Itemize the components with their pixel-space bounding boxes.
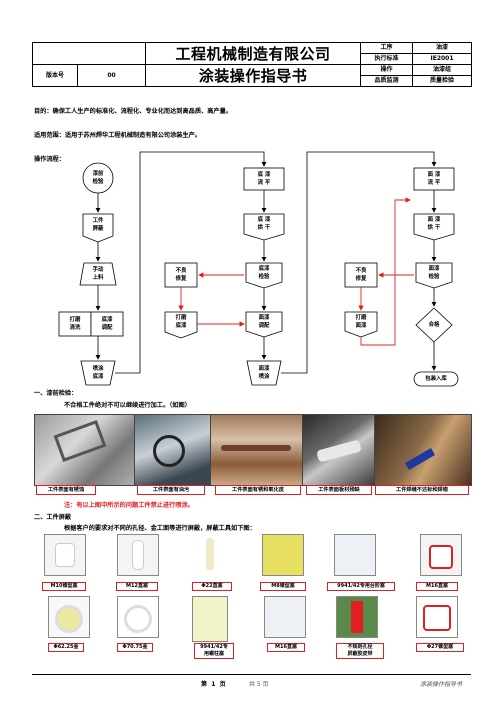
caption-oil: 工件表面有油污 bbox=[137, 485, 205, 495]
node-repair-2: 不良 修复 bbox=[355, 268, 367, 282]
node-pass: 合格 bbox=[428, 322, 440, 328]
tool-photo-phi27 bbox=[416, 596, 458, 638]
tool-caption-phi62: Φ62.25金 bbox=[48, 643, 84, 652]
tool-photo-phi70 bbox=[117, 596, 159, 638]
tool-photo-m12 bbox=[117, 534, 159, 576]
node-topcoat-mix: 面漆 调配 bbox=[258, 315, 270, 329]
tool-photo-tape bbox=[336, 596, 378, 638]
node-shape-n8 bbox=[245, 262, 283, 289]
node-shape-r2 bbox=[164, 311, 198, 339]
node-shape-r4 bbox=[344, 311, 378, 338]
tool-photo-phi22 bbox=[190, 534, 230, 574]
node-shape-n3 bbox=[79, 262, 117, 286]
section2-desc: 根据客户的要求对不同的孔径、金工面等进行屏蔽，屏蔽工具如下图： bbox=[64, 525, 256, 532]
node-topcoat-bake: 面 漆 烘 干 bbox=[427, 217, 441, 231]
node-shape-n12 bbox=[413, 213, 455, 241]
node-shape-n10 bbox=[246, 360, 282, 386]
tool-photo-m8 bbox=[262, 534, 304, 576]
page-mid: 页 bbox=[219, 681, 226, 688]
photo-rust bbox=[34, 414, 136, 486]
node-shape-n7 bbox=[243, 213, 285, 241]
photo-defect bbox=[302, 414, 376, 486]
header-table: 工程机械制造有限公司 工序 油漆 执行标准 IE2001 版本号 00 涂装操作… bbox=[32, 42, 472, 87]
node-topcoat-inspect: 面漆 检验 bbox=[428, 266, 440, 280]
node-pre-inspection: 漆前 检验 bbox=[92, 171, 104, 185]
tool-photo-phi62 bbox=[48, 596, 90, 638]
section2-title: 二、工件屏蔽 bbox=[34, 514, 72, 521]
caption-oxide: 工件表面有锈和氧化皮 bbox=[215, 485, 301, 495]
photo-oxide bbox=[210, 414, 304, 486]
footer-doc-name: 涂装操作指导书 bbox=[420, 681, 463, 688]
footer-rule bbox=[32, 674, 471, 675]
tool-caption-phi22: Φ22直塞 bbox=[192, 582, 232, 591]
caption-weld: 工件焊缝不达标和焊错 bbox=[375, 485, 469, 495]
tool-caption-phi27: Φ27锥型塞 bbox=[416, 643, 464, 652]
tool-photo-m16-2 bbox=[264, 596, 306, 638]
node-sand-primer: 打磨 底漆 bbox=[175, 315, 187, 329]
photo-weld bbox=[374, 414, 472, 486]
page-total: 共 5 页 bbox=[249, 681, 269, 688]
node-sand-topcoat: 打磨 面漆 bbox=[355, 315, 367, 329]
node-shape-n4b bbox=[90, 311, 124, 337]
tool-caption-m8: M8锥型塞 bbox=[260, 582, 306, 591]
scope-text: 适用范围：适用于苏州焊华工程机械制造有限公司涂装生产。 bbox=[34, 132, 202, 139]
node-shape-n4a bbox=[58, 311, 92, 337]
caption-defect: 工件表面板材残缺 bbox=[306, 485, 372, 495]
section1-title: 一、漆前检验： bbox=[34, 390, 78, 397]
node-topcoat-spray: 面漆 喷涂 bbox=[258, 366, 270, 380]
tool-caption-m16-1: M16直塞 bbox=[416, 582, 458, 591]
node-shape-pack bbox=[413, 371, 459, 387]
flowchart bbox=[58, 151, 459, 387]
page-prefix: 第 bbox=[201, 681, 208, 688]
node-shape-r3 bbox=[344, 262, 378, 288]
caption-rust: 工件表面有锈蚀 bbox=[36, 485, 96, 495]
page-number: 1 bbox=[211, 681, 216, 688]
section1-note: 注：有以上图中所示的问题工件禁止进行喷涂。 bbox=[64, 502, 194, 509]
node-masking: 工件 屏蔽 bbox=[92, 218, 104, 232]
node-sand-clean: 打磨 清洗 bbox=[69, 317, 81, 331]
node-shape-n5 bbox=[80, 360, 116, 386]
doc-title: 涂装操作指导书 bbox=[145, 64, 361, 87]
tool-caption-tape: 不规则孔径 屏蔽胶皮带 bbox=[336, 643, 384, 659]
node-primer-bake: 底 漆 烘 干 bbox=[257, 217, 271, 231]
tool-caption-9941-stud: 9941/42专 用螺柱塞 bbox=[194, 643, 234, 659]
purpose-text: 目的：确保工人生产的标准化、流程化、专业化而达到高品质、高产量。 bbox=[34, 108, 232, 115]
tool-caption-m12: M12直塞 bbox=[116, 582, 158, 591]
qc-value: 质量检验 bbox=[412, 75, 472, 87]
footer-page: 第 1 页 bbox=[201, 679, 226, 688]
node-spray-primer: 喷涂 底漆 bbox=[92, 366, 104, 380]
node-primer-mix: 底漆 调配 bbox=[101, 317, 113, 331]
photo-oil bbox=[134, 414, 212, 486]
node-shape-n13 bbox=[415, 262, 453, 289]
node-topcoat-flash: 面 漆 流 平 bbox=[427, 172, 441, 186]
section1-desc: 不合格工件绝对不可以继续进行加工。（如图） bbox=[64, 402, 191, 409]
tool-caption-phi70: Φ70.75金 bbox=[117, 643, 153, 652]
tool-caption-m10-cone: M10锥型塞 bbox=[42, 582, 86, 591]
tool-caption-m16-2: M16直塞 bbox=[267, 643, 305, 652]
node-primer-inspect: 底漆 检验 bbox=[258, 266, 270, 280]
node-shape-n2 bbox=[82, 213, 114, 243]
node-primer-flash: 底 漆 流 平 bbox=[257, 172, 271, 186]
node-pack-storage: 包装入库 bbox=[425, 376, 447, 382]
tool-photo-m16-1 bbox=[420, 534, 462, 576]
flow-title: 操作流程： bbox=[34, 156, 65, 163]
node-manual-loading: 手动 上料 bbox=[92, 267, 104, 281]
company-name: 工程机械制造有限公司 bbox=[145, 42, 361, 65]
node-shape-r1 bbox=[164, 262, 198, 288]
node-shape-n9 bbox=[245, 311, 283, 338]
tool-photo-9941-stud bbox=[192, 596, 228, 642]
tool-photo-9941-step bbox=[334, 534, 376, 576]
tool-caption-9941-step: 9941/42专用台阶塞 bbox=[327, 582, 395, 591]
node-repair-1: 不良 修复 bbox=[175, 268, 187, 282]
tool-photo-m10-cone bbox=[44, 534, 86, 576]
